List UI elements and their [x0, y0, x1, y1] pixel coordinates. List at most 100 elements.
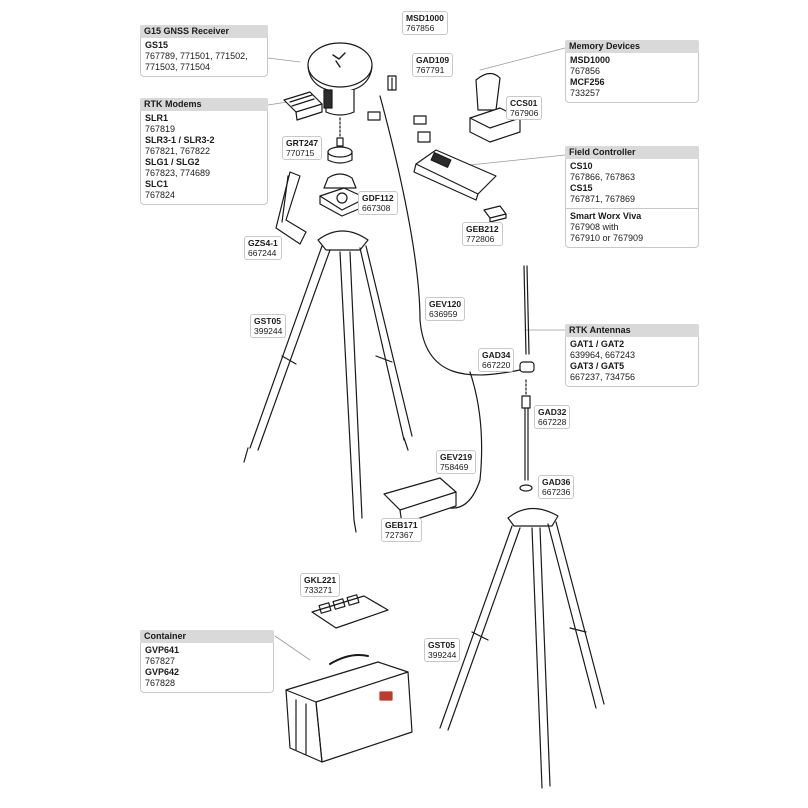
panel-container: Container GVP641 767827 GVP642 767828: [140, 630, 274, 693]
part-number: 767819: [145, 124, 176, 134]
callout-code: GST05: [428, 640, 455, 650]
panel-title: Memory Devices: [565, 40, 699, 53]
part-number: 767910 or 767909: [570, 233, 644, 243]
callout-number: 667228: [538, 417, 567, 427]
rtk-antenna-shape: [519, 265, 535, 492]
callout-code: GEB212: [466, 224, 499, 234]
gdf112-tribrach-shape: [319, 173, 367, 217]
callout-number: 767856: [406, 23, 435, 33]
leader-lines: [267, 47, 566, 661]
memory-cards-shape: [367, 111, 431, 143]
gnss-receiver-shape: [307, 42, 373, 116]
model-code: GVP641: [145, 645, 180, 655]
model-code: CS10: [570, 161, 593, 171]
container-case-shape: [285, 654, 413, 763]
tripod-left-shape: [243, 230, 413, 533]
panel-rtk-modems: RTK Modems SLR1 767819 SLR3-1 / SLR3-2 7…: [140, 98, 268, 205]
callout-code: GAD36: [542, 477, 571, 487]
model-code: MSD1000: [570, 55, 611, 65]
callout-number: 727367: [385, 530, 414, 540]
panel-body: CS10 767866, 767863 CS15 767871, 767869 …: [565, 159, 699, 248]
callout-number: 767906: [510, 108, 539, 118]
model-code: SLR3-1 / SLR3-2: [145, 135, 215, 145]
callout-geb212: GEB212 772806: [462, 222, 503, 246]
geb171-battery-shape: [383, 477, 457, 525]
callout-code: GEV219: [440, 452, 473, 462]
callout-gev120: GEV120 636959: [425, 297, 466, 321]
panel-title: RTK Antennas: [565, 324, 699, 337]
part-number: 667237, 734756: [570, 372, 636, 382]
panel-body: GAT1 / GAT2 639964, 667243 GAT3 / GAT5 6…: [565, 337, 699, 387]
panel-body: SLR1 767819 SLR3-1 / SLR3-2 767821, 7678…: [140, 111, 268, 205]
callout-number: 667220: [482, 360, 511, 370]
callout-gad36: GAD36 667236: [538, 475, 575, 499]
callout-grt247: GRT247 770715: [282, 136, 323, 160]
callout-gad32: GAD32 667228: [534, 405, 571, 429]
callout-number: 770715: [286, 148, 315, 158]
part-number: 767828: [145, 678, 176, 688]
panel-title: G15 GNSS Receiver: [140, 25, 268, 38]
callout-gdf112: GDF112 667308: [358, 191, 398, 215]
part-number: 733257: [570, 88, 601, 98]
model-code: SLC1: [145, 179, 169, 189]
model-code: Smart Worx Viva: [570, 211, 642, 221]
panel-rtk-antennas: RTK Antennas GAT1 / GAT2 639964, 667243 …: [565, 324, 699, 387]
part-number: 767827: [145, 656, 176, 666]
part-number: 767871, 767869: [570, 194, 636, 204]
callout-number: 758469: [440, 462, 469, 472]
callout-gzs41: GZS4-1 667244: [244, 236, 282, 260]
part-number: 767866, 767863: [570, 172, 636, 182]
panel-memory-devices: Memory Devices MSD1000 767856 MCF256 733…: [565, 40, 699, 103]
panel-title: RTK Modems: [140, 98, 268, 111]
model-code: SLG1 / SLG2: [145, 157, 200, 167]
part-number: 767856: [570, 66, 601, 76]
panel-body: MSD1000 767856 MCF256 733257: [565, 53, 699, 103]
callout-ccs01: CCS01 767906: [506, 96, 543, 120]
callout-code: GAD109: [416, 55, 450, 65]
part-number: 767821, 767822: [145, 146, 211, 156]
callout-code: GAD32: [538, 407, 567, 417]
gev219-cable: [449, 371, 483, 509]
callout-gad109: GAD109 767791: [412, 53, 454, 77]
callout-code: GAD34: [482, 350, 511, 360]
model-code: SLR1: [145, 113, 169, 123]
callout-code: GEV120: [429, 299, 462, 309]
model-code: MCF256: [570, 77, 605, 87]
callout-gev219: GEV219 758469: [436, 450, 477, 474]
panel-body: GS15 767789, 771501, 771502, 771503, 771…: [140, 38, 268, 77]
callout-number: 767791: [416, 65, 445, 75]
model-code: CS15: [570, 183, 593, 193]
part-number: 767823, 774689: [145, 168, 211, 178]
callout-code: GKL221: [304, 575, 337, 585]
divider: [566, 208, 698, 209]
callout-number: 667308: [362, 203, 391, 213]
callout-geb171: GEB171 727367: [381, 518, 422, 542]
callout-gkl221: GKL221 733271: [300, 573, 341, 597]
callout-number: 399244: [428, 650, 457, 660]
callout-msd1000: MSD1000 767856: [402, 11, 448, 35]
geb212-battery-shape: [483, 205, 507, 223]
gzs41-hook-shape: [275, 171, 307, 245]
callout-number: 399244: [254, 326, 283, 336]
gad109-connector: [387, 75, 397, 91]
panel-receiver: G15 GNSS Receiver GS15 767789, 771501, 7…: [140, 25, 268, 77]
callout-gad34: GAD34 667220: [478, 348, 515, 372]
panel-field-controller: Field Controller CS10 767866, 767863 CS1…: [565, 146, 699, 248]
model-code: GVP642: [145, 667, 180, 677]
panel-body: GVP641 767827 GVP642 767828: [140, 643, 274, 693]
model-code: GS15: [145, 40, 169, 50]
grt247-carrier-shape: [327, 117, 353, 164]
panel-title: Field Controller: [565, 146, 699, 159]
callout-code: GEB171: [385, 520, 418, 530]
callout-code: GDF112: [362, 193, 394, 203]
part-number: 639964, 667243: [570, 350, 636, 360]
callout-number: 636959: [429, 309, 458, 319]
callout-number: 667244: [248, 248, 277, 258]
gkl221-charger-shape: [311, 594, 389, 629]
callout-code: GZS4-1: [248, 238, 278, 248]
callout-code: CCS01: [510, 98, 538, 108]
model-code: GAT1 / GAT2: [570, 339, 625, 349]
callout-number: 733271: [304, 585, 333, 595]
tripod-right-shape: [439, 507, 605, 789]
